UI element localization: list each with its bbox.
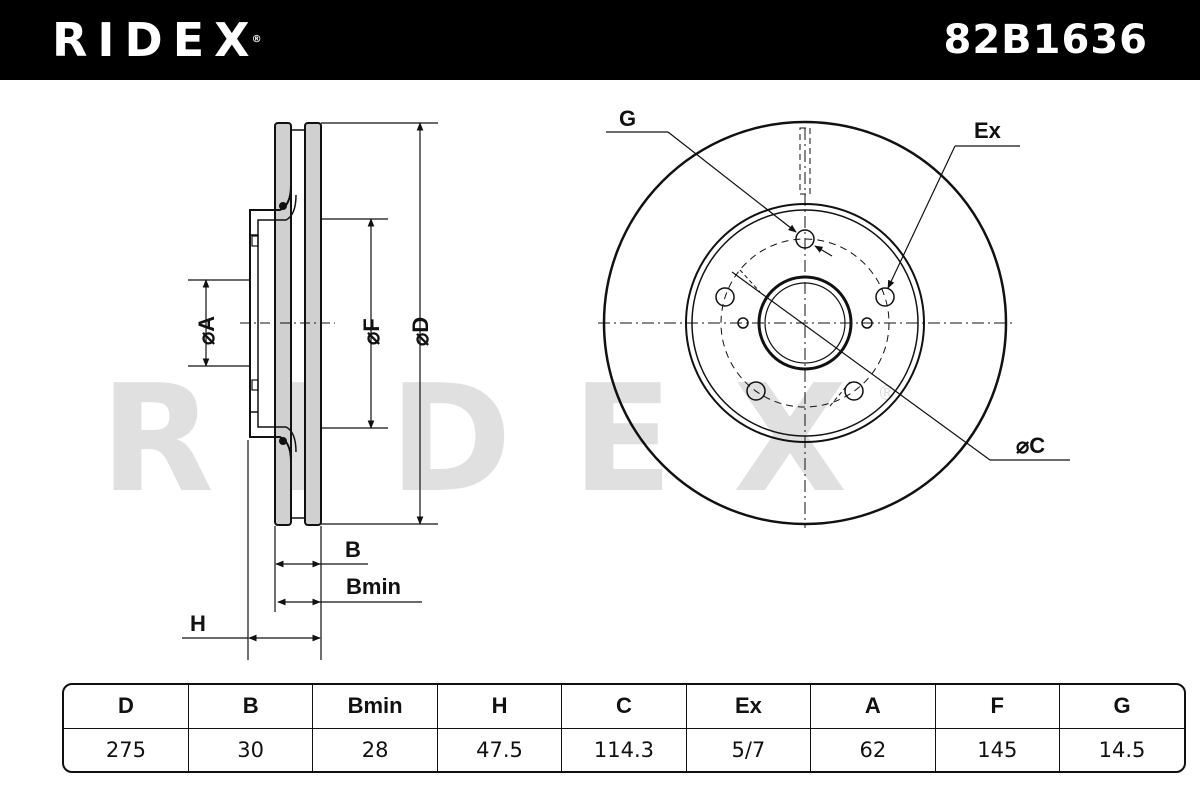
spec-header-cell: A	[810, 685, 936, 729]
spec-value-cell: 62	[810, 728, 936, 771]
brand-logo: RIDEX®	[52, 14, 262, 66]
spec-value-cell: 145	[935, 728, 1061, 771]
leader-g	[606, 131, 833, 257]
bolt-hole	[746, 381, 766, 401]
brand-logo-text: RIDEX	[52, 13, 260, 67]
bolt-hole	[844, 381, 864, 401]
spec-table-value-row: 275 30 28 47.5 114.3 5/7 62 145 14.5	[64, 728, 1184, 771]
dim-f-label: ⌀F	[359, 318, 384, 345]
watermark-registered-mark: ®	[877, 381, 898, 405]
brand-registered-mark: ®	[251, 34, 262, 45]
watermark-text: RIDEX	[100, 353, 908, 525]
dim-d	[321, 122, 438, 525]
dim-a-label: ⌀A	[194, 316, 219, 345]
spec-value-cell: 14.5	[1098, 737, 1146, 762]
spec-value-cell: 275	[64, 728, 189, 771]
dim-d-label: ⌀D	[408, 317, 433, 346]
spec-header-cell: Bmin	[312, 685, 438, 729]
technical-drawing: ⌀A ⌀F ⌀D B Bmin H	[182, 106, 1070, 660]
spec-header-cell: D	[64, 685, 189, 729]
dim-b-label: B	[345, 537, 361, 562]
friction-ring-inner-face	[304, 122, 322, 526]
dim-h-label: H	[190, 611, 206, 636]
brand-watermark: RIDEX®	[100, 318, 897, 514]
bolt-hole	[875, 287, 895, 307]
leader-g-label: G	[619, 106, 636, 131]
spec-header-cell: C	[561, 685, 687, 729]
header-bar: RIDEX® 82B1636	[0, 0, 1200, 80]
leader-c	[731, 271, 1070, 461]
friction-ring-outer-face	[274, 122, 292, 526]
dim-f	[320, 218, 388, 429]
spec-header-cell: B	[188, 685, 314, 729]
part-number: 82B1636	[943, 17, 1148, 63]
leader-ex-label: Ex	[974, 118, 1002, 143]
spec-value-cell: 47.5	[437, 728, 563, 771]
dim-thickness	[182, 440, 422, 660]
leader-ex	[887, 145, 1020, 289]
spec-value-cell: 30	[188, 728, 314, 771]
dim-a	[188, 279, 250, 367]
spec-value-cell: 28	[312, 728, 438, 771]
disc-front-view	[598, 120, 1012, 528]
spec-header-cell: H	[437, 685, 563, 729]
bolt-hole	[715, 287, 735, 307]
spec-table-header-row: D B Bmin H C Ex A F G	[64, 685, 1184, 729]
spec-value-cell: 114.3	[561, 728, 687, 771]
spec-value-cell: 5/7	[686, 728, 812, 771]
spec-header-cell: Ex	[686, 685, 812, 729]
leader-c-label: ⌀C	[1016, 433, 1045, 458]
spec-header-cell: F	[935, 685, 1061, 729]
disc-side-view	[240, 122, 335, 526]
spec-header-cell: G	[1059, 685, 1184, 729]
spec-table: D B Bmin H C Ex A F G 275 30 28 47.5 114…	[62, 683, 1186, 773]
dim-bmin-label: Bmin	[346, 574, 401, 599]
